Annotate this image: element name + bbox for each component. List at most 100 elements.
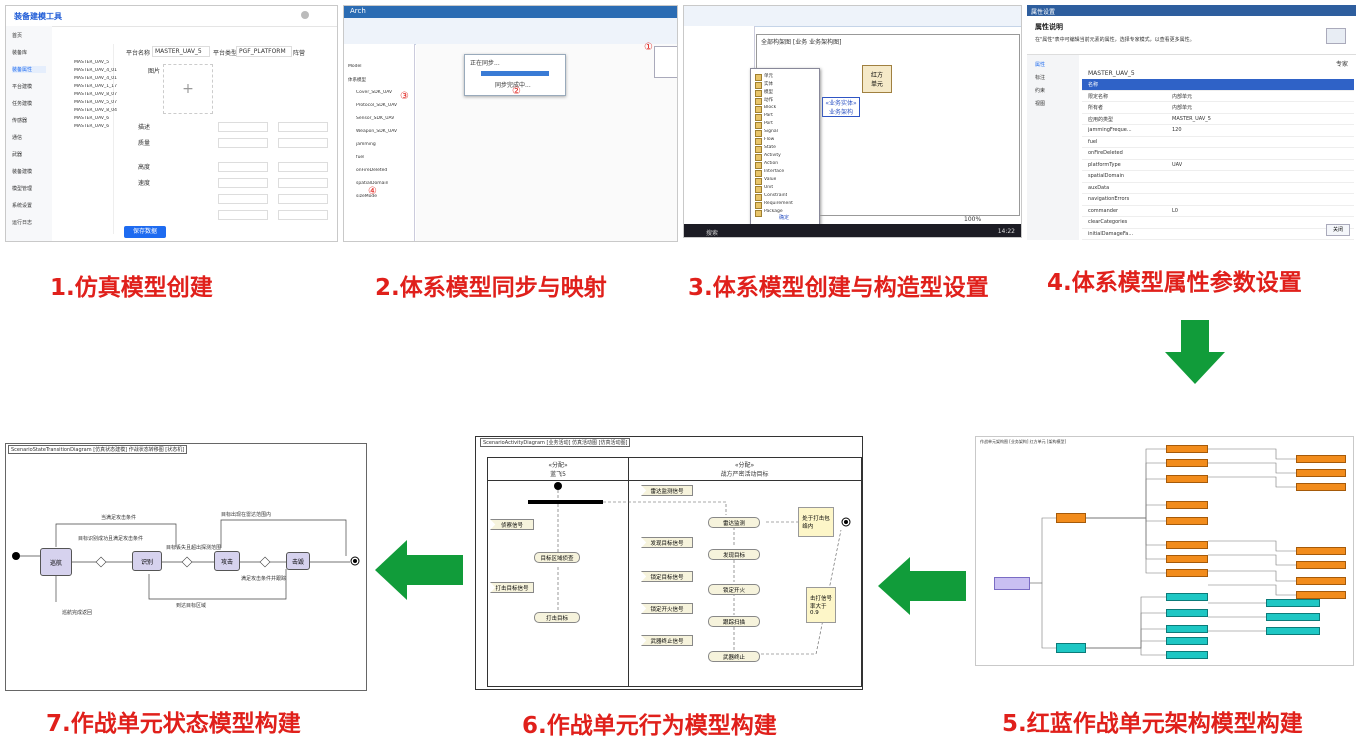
sidebar-item[interactable]: 系统设置: [12, 203, 33, 209]
form-field[interactable]: [278, 178, 328, 188]
property-value[interactable]: UAV: [1172, 161, 1183, 168]
tree-item[interactable]: MASTER_UAV_8_04: [74, 108, 118, 113]
red-unit-node[interactable]: [1296, 591, 1346, 599]
state-cruise[interactable]: 巡航: [40, 548, 72, 576]
property-value[interactable]: 内部单元: [1172, 93, 1193, 100]
menu-item[interactable]: Action: [755, 161, 815, 169]
tree-item[interactable]: MASTER_UAV_4_01: [74, 76, 118, 81]
menu-item[interactable]: 单元: [755, 73, 815, 81]
property-row[interactable]: initialDamageFa...: [1082, 229, 1354, 240]
sidebar-item[interactable]: 任务建模: [12, 101, 33, 107]
type-value[interactable]: PGF_PLATFORM: [236, 46, 292, 57]
red-unit-node[interactable]: [1166, 445, 1208, 453]
expert-label[interactable]: 专家: [1335, 61, 1348, 68]
property-value[interactable]: L0: [1172, 207, 1178, 214]
form-field[interactable]: [278, 194, 328, 204]
tree-item[interactable]: Sensor_SDK_UAV: [356, 116, 395, 121]
sidebar-item[interactable]: 装备属性: [12, 66, 46, 73]
sidebar-item[interactable]: 传感器: [12, 118, 28, 124]
tree-item[interactable]: MASTER_UAV_5_07: [74, 100, 118, 105]
tree-item[interactable]: jamming: [356, 142, 376, 147]
signal-node[interactable]: 武器终止信号: [641, 635, 693, 646]
red-unit-node[interactable]: [1296, 547, 1346, 555]
property-category[interactable]: 标注: [1035, 75, 1046, 81]
menu-item[interactable]: Value: [755, 177, 815, 185]
signal-node[interactable]: 打击目标信号: [490, 582, 534, 593]
state-identify[interactable]: 识别: [132, 551, 162, 571]
state-destroy[interactable]: 击毁: [286, 552, 310, 570]
close-button[interactable]: 关闭: [1326, 224, 1350, 236]
red-unit-node[interactable]: [1166, 501, 1208, 509]
property-value[interactable]: 120: [1172, 127, 1182, 133]
name-value[interactable]: MASTER_UAV_5: [152, 46, 210, 57]
red-unit-node[interactable]: [1296, 469, 1346, 477]
property-row[interactable]: jammingFreque...120: [1082, 125, 1354, 137]
blue-root[interactable]: [1056, 643, 1086, 653]
dropdown-menu[interactable]: [654, 46, 677, 78]
form-field[interactable]: [218, 122, 268, 132]
menu-item[interactable]: 动作: [755, 97, 815, 105]
property-value[interactable]: MASTER_UAV_5: [1172, 115, 1211, 122]
sidebar-item[interactable]: 装备建模: [12, 169, 33, 175]
tree-item[interactable]: MASTER_UAV_8_07: [74, 92, 118, 97]
menu-item[interactable]: Constraint: [755, 193, 815, 201]
red-unit-node[interactable]: [1296, 561, 1346, 569]
menu-item[interactable]: Unit: [755, 185, 815, 193]
property-row[interactable]: navigationErrors: [1082, 194, 1354, 206]
tree-item[interactable]: Cover_SDK_UAV: [356, 90, 393, 95]
block-business[interactable]: «业务实体» 业务架构: [822, 97, 860, 117]
action-node[interactable]: 发现目标: [708, 549, 760, 560]
state-attack[interactable]: 攻击: [214, 551, 240, 571]
red-unit-node[interactable]: [1296, 577, 1346, 585]
form-field[interactable]: [218, 178, 268, 188]
sidebar-item[interactable]: 首页: [12, 33, 23, 39]
image-upload[interactable]: +: [163, 64, 213, 114]
tree-item[interactable]: MASTER_UAV_1_17: [74, 84, 118, 89]
menu-item[interactable]: Requirement: [755, 201, 815, 209]
property-row[interactable]: clearCategories: [1082, 217, 1354, 229]
blue-unit-node[interactable]: [1166, 637, 1208, 645]
form-field[interactable]: [278, 138, 328, 148]
form-field[interactable]: [218, 138, 268, 148]
menu-item[interactable]: 模型: [755, 89, 815, 97]
property-category[interactable]: 视图: [1035, 101, 1046, 107]
property-category[interactable]: 属性: [1035, 62, 1046, 68]
signal-node[interactable]: 锁定目标信号: [641, 571, 693, 582]
sidebar-item[interactable]: 模型管理: [12, 186, 33, 192]
red-unit-node[interactable]: [1296, 483, 1346, 491]
signal-node[interactable]: 侦察信号: [490, 519, 534, 530]
property-category[interactable]: 约束: [1035, 88, 1046, 94]
blue-unit-node[interactable]: [1266, 599, 1320, 607]
property-row[interactable]: 限定名称内部单元: [1082, 91, 1354, 102]
action-node[interactable]: 雷达监测: [708, 517, 760, 528]
tree-item[interactable]: 体系模型: [348, 78, 366, 83]
menu-item[interactable]: Signal: [755, 129, 815, 137]
form-field[interactable]: [218, 162, 268, 172]
red-unit-node[interactable]: [1166, 475, 1208, 483]
red-unit-node[interactable]: [1166, 569, 1208, 577]
menu-item[interactable]: Port: [755, 121, 815, 129]
tree-item[interactable]: Weapon_SDK_UAV: [356, 129, 398, 134]
menu-item[interactable]: Interface: [755, 169, 815, 177]
blue-unit-node[interactable]: [1166, 651, 1208, 659]
user-icon[interactable]: [301, 11, 309, 19]
property-row[interactable]: 所有者内部单元: [1082, 102, 1354, 114]
form-field[interactable]: [278, 162, 328, 172]
action-node[interactable]: 锁定开火: [708, 584, 760, 595]
menu-item[interactable]: Activity: [755, 153, 815, 161]
tree-item[interactable]: MASTER_UAV_6: [74, 116, 110, 121]
help-icon[interactable]: [1326, 28, 1346, 44]
blue-unit-node[interactable]: [1166, 593, 1208, 601]
sidebar-item[interactable]: 平台建模: [12, 84, 33, 90]
tree-item[interactable]: MASTER_UAV_4_01: [74, 68, 118, 73]
tree-item[interactable]: fuel: [356, 155, 365, 160]
property-row[interactable]: fuel: [1082, 137, 1354, 148]
tree-item[interactable]: MASTER_UAV_6: [74, 124, 110, 129]
block-red-unit[interactable]: 红方 单元: [862, 65, 892, 93]
property-row[interactable]: auxData: [1082, 183, 1354, 194]
form-field[interactable]: [218, 210, 268, 220]
red-unit-node[interactable]: [1166, 541, 1208, 549]
